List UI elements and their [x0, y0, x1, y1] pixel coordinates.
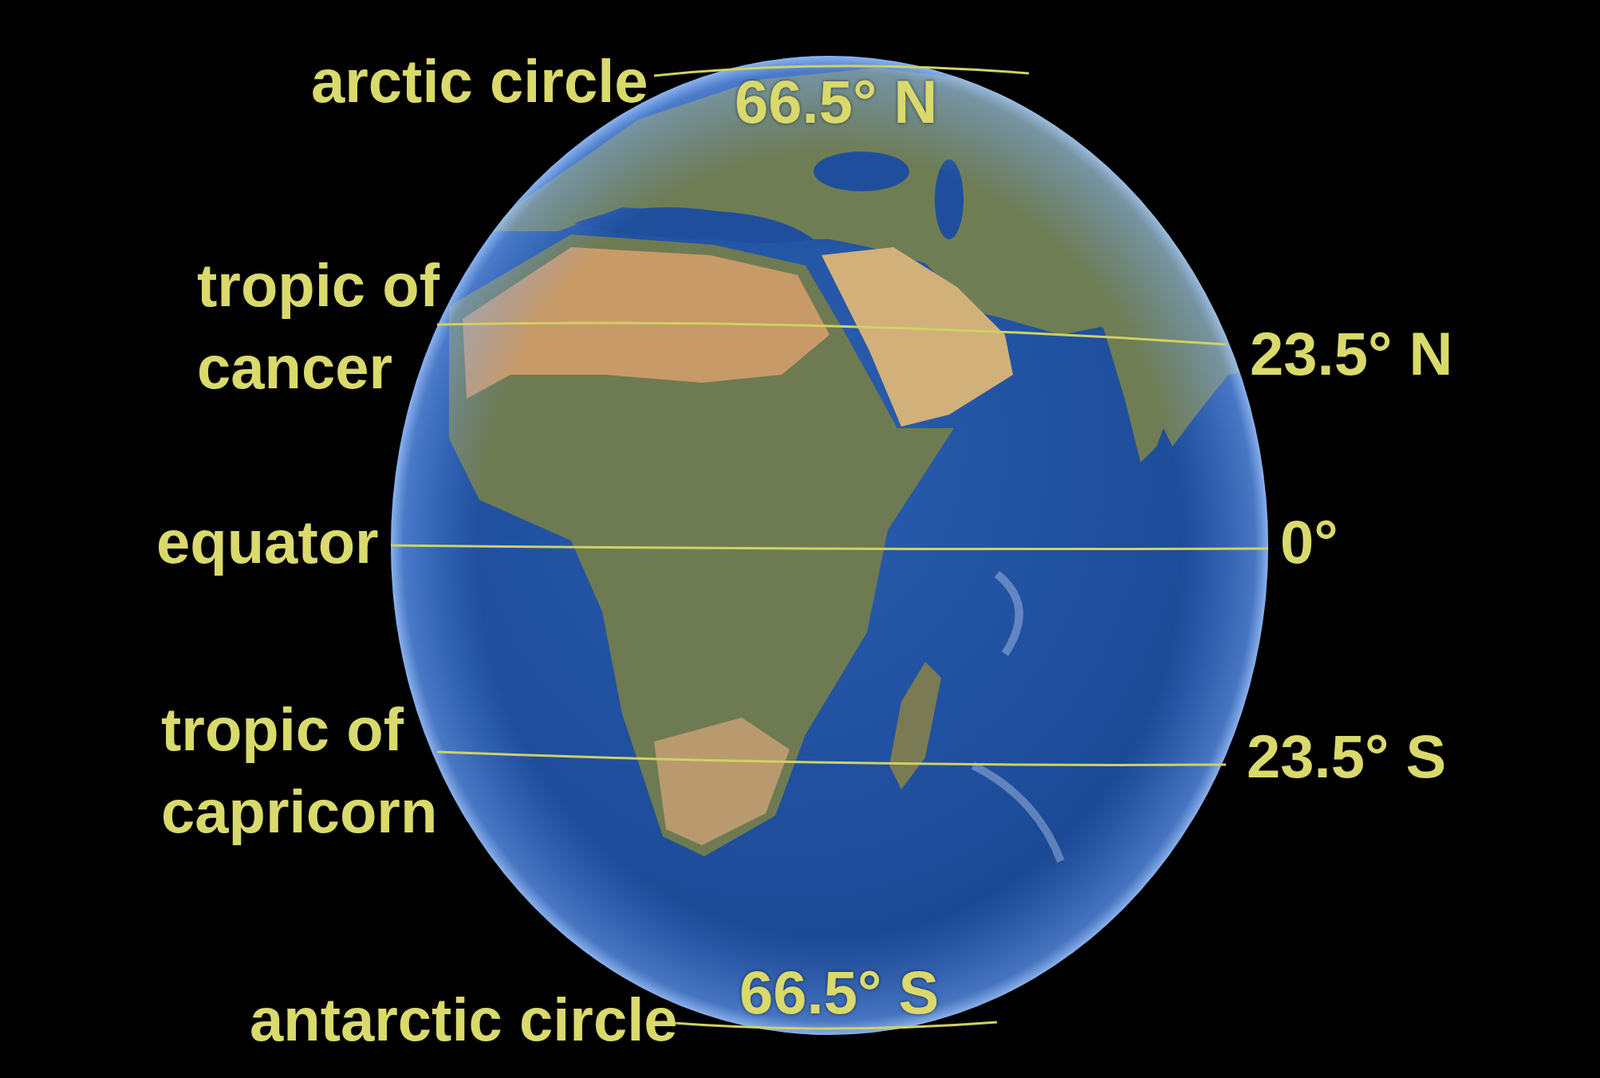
circle-label: antarctic circle — [249, 983, 678, 1057]
equator-label: equator — [156, 505, 379, 579]
tropic-cancer-line — [437, 323, 1226, 345]
latitude-value: 23.5° S — [1246, 720, 1447, 793]
latitude-value: 66.5° N — [734, 65, 938, 138]
ocean — [390, 55, 1269, 1036]
equator-line — [390, 545, 1269, 550]
tropic-label: tropic of capricorn — [161, 689, 465, 853]
tropic-capricorn-line — [437, 752, 1226, 765]
circle-label: arctic circle — [311, 44, 649, 118]
atmosphere-rim — [390, 55, 1269, 1036]
latitude-value: 23.5° N — [1249, 317, 1453, 391]
latitude-value: 0° — [1280, 505, 1339, 579]
tropic-label: tropic of cancer — [197, 244, 501, 409]
latitude-value: 66.5° S — [739, 956, 939, 1029]
